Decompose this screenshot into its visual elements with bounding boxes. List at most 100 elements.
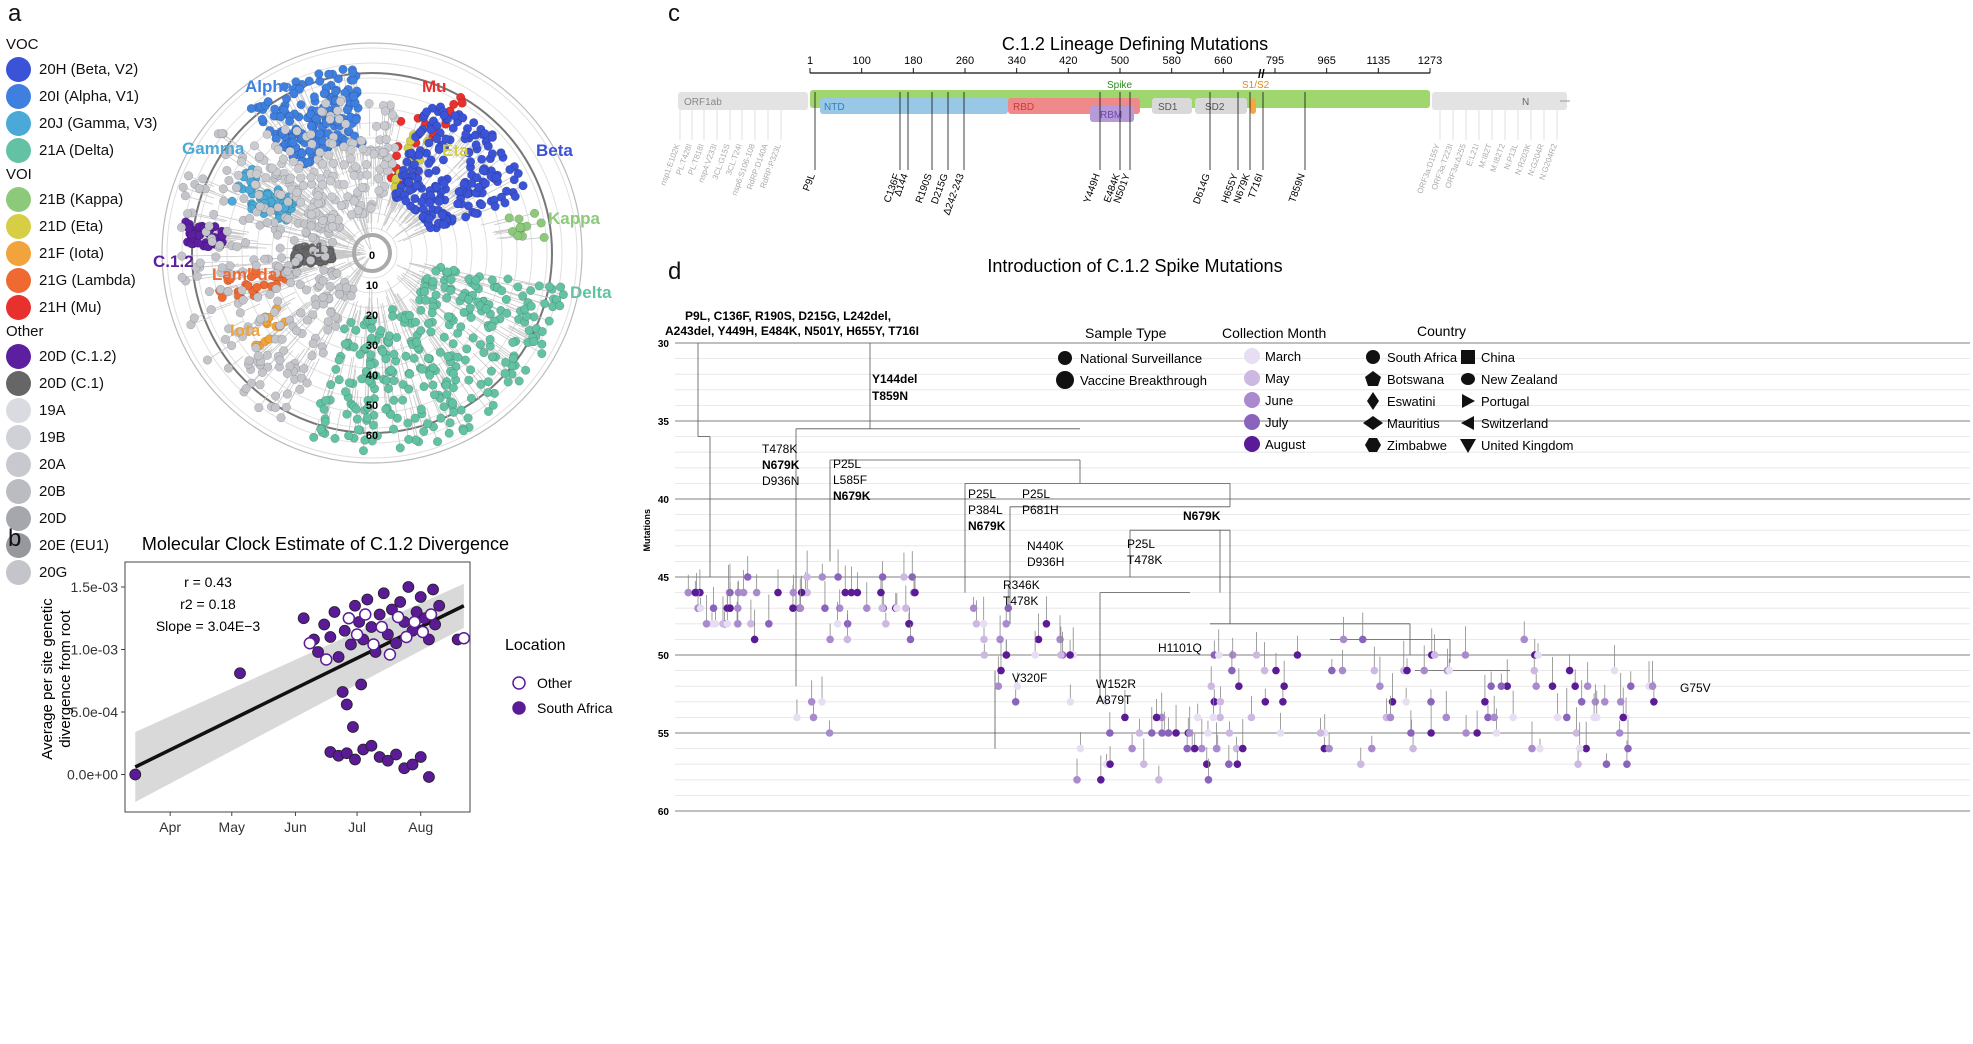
legend-marker xyxy=(1244,370,1260,386)
legend-label: 20E (EU1) xyxy=(39,537,110,554)
legend-label: 20D (C.1.2) xyxy=(39,348,117,365)
tree-tip xyxy=(296,308,306,318)
tree-tip xyxy=(215,240,225,250)
y-tick-label: 30 xyxy=(658,339,670,350)
branch-mutation-label: Y144del xyxy=(872,372,917,386)
clade-label: C.1 xyxy=(298,239,324,258)
data-point xyxy=(375,620,388,634)
tree-tip xyxy=(526,301,536,311)
tree-branch xyxy=(183,186,215,199)
sample-tip xyxy=(1503,682,1512,690)
tree-tip xyxy=(279,346,289,356)
tree-tip xyxy=(250,179,260,190)
tree-tip xyxy=(389,395,399,405)
tree-tip xyxy=(331,321,341,331)
legend-item: 20D xyxy=(6,505,166,532)
tree-tip xyxy=(194,183,204,193)
legend-label: August xyxy=(1265,437,1306,452)
sample-tip xyxy=(1164,729,1173,737)
legend-swatch xyxy=(6,241,31,266)
tree-tip xyxy=(534,281,544,291)
tree-tip xyxy=(422,419,433,429)
sample-tip xyxy=(1528,744,1536,753)
branch-mutation-label: D936H xyxy=(1027,555,1064,569)
tree-tip xyxy=(381,404,391,414)
tree-tip xyxy=(453,199,463,209)
tree-tip xyxy=(251,343,261,353)
tree-tip xyxy=(177,272,187,283)
clade-label: Lambda xyxy=(212,265,278,284)
tree-tip xyxy=(501,357,511,367)
tree-tip xyxy=(437,210,447,220)
sample-tip xyxy=(1238,744,1247,753)
tree-tip xyxy=(338,64,348,74)
tree-branch xyxy=(367,285,371,320)
tree-tip xyxy=(435,347,445,357)
tree-tip xyxy=(518,291,528,301)
tree-tip xyxy=(398,395,408,405)
tree-tip xyxy=(476,379,486,389)
tree-tip xyxy=(262,129,272,139)
sample-tip xyxy=(1624,744,1632,753)
clade-label: Kappa xyxy=(548,209,601,228)
tree-tip xyxy=(311,114,321,124)
tree-root xyxy=(352,233,392,273)
tree-tip xyxy=(500,369,510,379)
tree-tip xyxy=(317,180,328,190)
tree-branch xyxy=(245,242,272,246)
legend-marker xyxy=(1244,414,1260,430)
tree-tip xyxy=(245,213,255,224)
y-tick-label: 0.0e+00 xyxy=(67,767,118,783)
panel-letter-b: b xyxy=(8,525,22,552)
tree-tip xyxy=(439,332,449,342)
sample-tip xyxy=(1214,651,1223,659)
data-point xyxy=(129,768,142,781)
tree-tip xyxy=(282,94,292,104)
tree-tip xyxy=(233,327,243,337)
legend-label: 20D xyxy=(39,510,67,527)
tree-branch xyxy=(444,152,469,179)
legend-title: Country xyxy=(1417,323,1466,339)
legend-marker xyxy=(1461,350,1475,364)
tree-tip xyxy=(335,96,346,106)
sample-tip xyxy=(1210,698,1219,706)
sample-tip xyxy=(726,604,734,612)
tree-tip xyxy=(217,129,227,139)
root-label: P9L, C136F, R190S, D215G, L242del, xyxy=(685,309,891,323)
tree-tip xyxy=(463,413,473,423)
sample-tip xyxy=(793,713,801,722)
tree-tip xyxy=(544,282,555,292)
legend-marker xyxy=(512,701,526,715)
tree-tip xyxy=(392,151,402,161)
tree-branch xyxy=(290,272,317,284)
legend-label: 20J (Gamma, V3) xyxy=(39,115,158,132)
tree-tip xyxy=(283,197,293,207)
tree-tip xyxy=(436,413,446,423)
tree-tip xyxy=(381,134,391,144)
legend-swatch xyxy=(6,111,31,136)
legend-label: Zimbabwe xyxy=(1387,438,1447,453)
sample-tip xyxy=(825,729,834,737)
sample-tip xyxy=(1484,713,1492,722)
domain-bar xyxy=(1152,98,1192,114)
branch-mutation-label: W152R xyxy=(1096,677,1136,691)
tree-tip xyxy=(282,389,292,399)
tree-tip xyxy=(352,414,362,424)
tree-tip xyxy=(356,136,367,146)
tree-tip xyxy=(368,420,379,430)
legend-marker xyxy=(1461,416,1474,430)
tree-branch xyxy=(215,255,251,258)
tree-branch xyxy=(338,354,347,380)
tree-tip xyxy=(371,371,381,381)
tree-tip xyxy=(540,299,550,309)
tree-tip xyxy=(333,74,343,84)
tree-tip xyxy=(346,145,356,155)
tree-tip xyxy=(339,160,349,170)
tree-tip xyxy=(450,111,460,121)
sample-tip xyxy=(1376,682,1384,690)
sample-tip xyxy=(1407,729,1415,737)
legend-item: 19B xyxy=(6,424,166,451)
legend-item: 20D (C.1) xyxy=(6,370,166,397)
tree-tip xyxy=(324,69,334,79)
tree-tip xyxy=(236,157,246,167)
